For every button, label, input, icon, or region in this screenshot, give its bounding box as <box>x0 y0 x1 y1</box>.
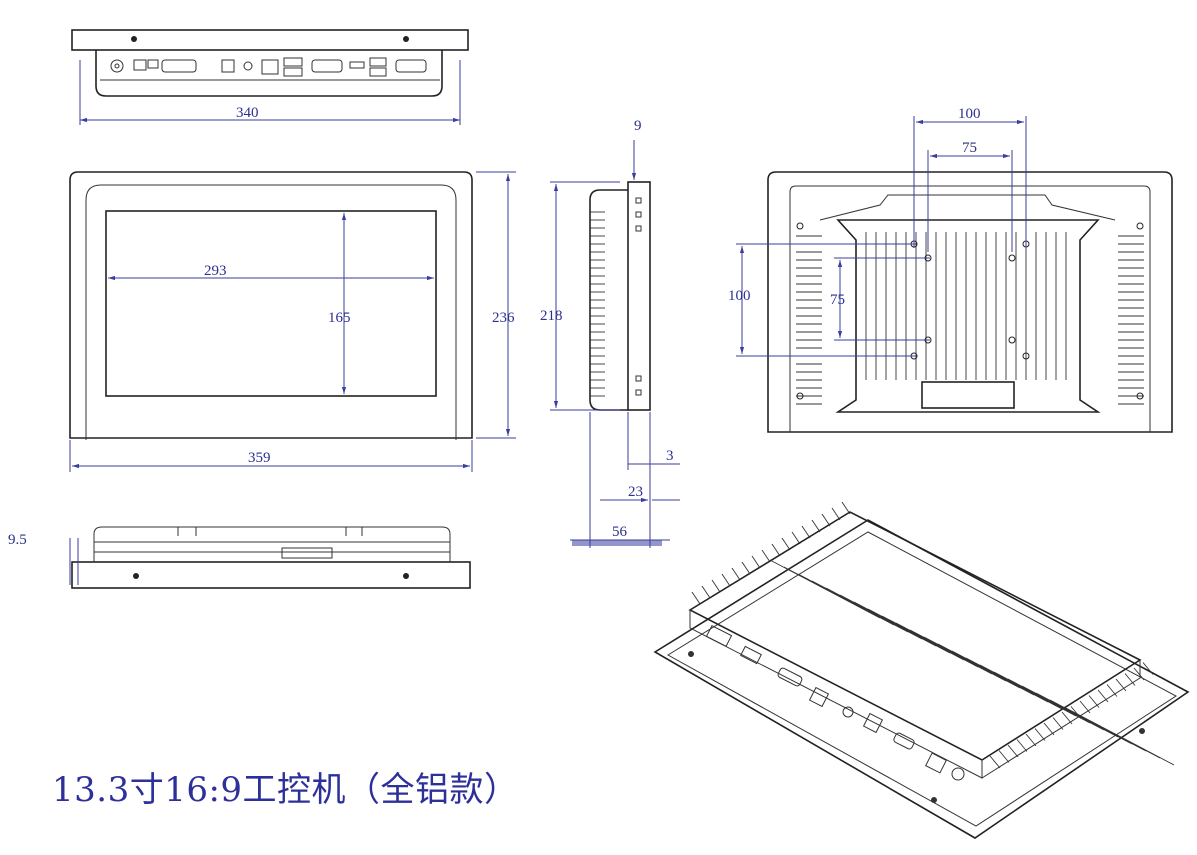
screw-hole-icon <box>131 36 137 42</box>
bottom-view: 9.5 <box>8 526 471 589</box>
dim-bottom-depth: 9.5 <box>8 532 27 548</box>
side-view: 218 9 3 23 56 <box>540 118 680 548</box>
screw-hole-icon <box>133 573 139 579</box>
dim-front-height: 236 <box>492 310 515 326</box>
dim-side-total: 56 <box>612 524 628 540</box>
front-view: 293 165 236 359 <box>69 171 516 472</box>
dim-side-bezel: 3 <box>666 448 674 464</box>
dim-vesa-inner-v: 75 <box>830 292 845 308</box>
io-ports <box>110 57 427 77</box>
screw-hole-icon <box>403 36 409 42</box>
dim-vesa-inner-h: 75 <box>962 140 977 156</box>
dim-side-top: 9 <box>634 118 642 134</box>
dim-side-height: 218 <box>540 308 563 324</box>
top-view: 340 <box>71 29 469 125</box>
iso-io-ports <box>705 624 965 781</box>
dim-front-width: 359 <box>248 450 271 466</box>
product-caption: 13.3寸16:9工控机（全铝款） <box>52 770 519 810</box>
dim-vesa-outer-v: 100 <box>728 288 751 304</box>
dim-screen-height: 165 <box>328 310 351 326</box>
dim-side-body: 23 <box>628 484 643 500</box>
rear-view: 100 75 100 75 <box>728 106 1173 433</box>
dim-vesa-outer-h: 100 <box>958 106 981 122</box>
dim-top-width: 340 <box>236 105 259 121</box>
dim-screen-width: 293 <box>204 263 227 279</box>
isometric-view <box>653 501 1190 839</box>
screw-hole-icon <box>403 573 409 579</box>
screen-area <box>105 210 437 397</box>
